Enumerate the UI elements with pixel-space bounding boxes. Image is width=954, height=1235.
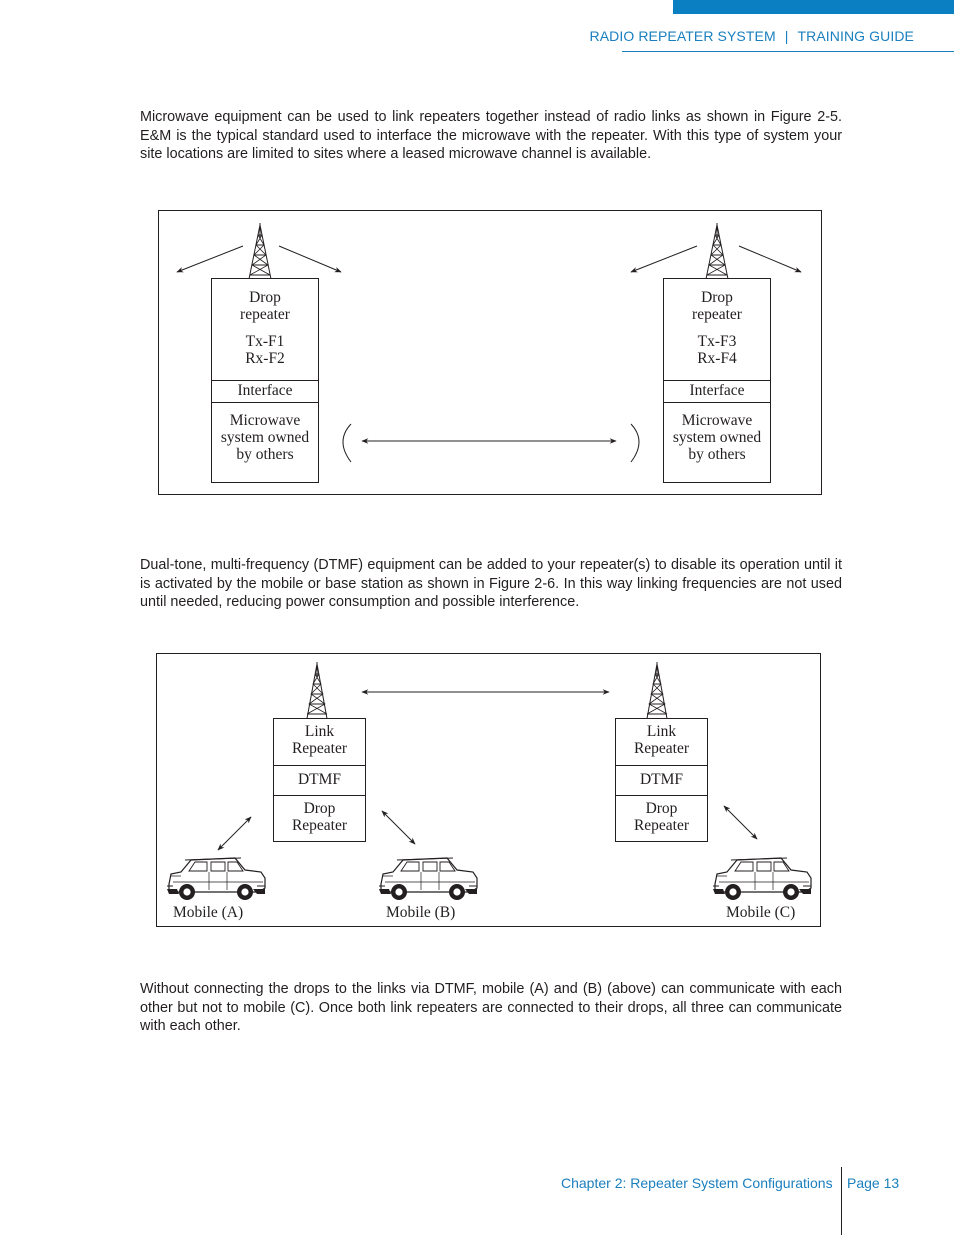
- double-arrow-icon: [723, 805, 758, 840]
- microwave-label: Microwave: [681, 412, 753, 429]
- dtmf-label: DTMF: [639, 771, 684, 788]
- vehicle-icon: [166, 857, 266, 901]
- header-separator: |: [784, 28, 789, 44]
- microwave-dish-right: [630, 423, 640, 463]
- signal-arrow: [278, 245, 342, 273]
- signal-arrow: [630, 245, 698, 273]
- figure-dtmf-graphics: [166, 661, 812, 901]
- drop-repeater-label: Repeater: [291, 817, 348, 834]
- drop-label: Drop: [303, 800, 336, 817]
- running-header: RADIO REPEATER SYSTEM | TRAINING GUIDE: [560, 28, 914, 44]
- link-label: Link: [304, 723, 335, 740]
- interface-label: Interface: [689, 382, 745, 399]
- interface-cell: Interface: [212, 380, 318, 402]
- footer-rule: [841, 1167, 842, 1235]
- repeater-label: repeater: [240, 306, 290, 323]
- signal-arrow: [738, 245, 802, 273]
- microwave-dish-left: [342, 423, 352, 463]
- radio-tower-icon: [645, 661, 669, 725]
- microwave-others-label: by others: [688, 446, 746, 463]
- tx-frequency: Tx-F1: [245, 333, 285, 350]
- footer-chapter: Chapter 2: Repeater System Configuration…: [561, 1175, 833, 1191]
- repeater-label: repeater: [692, 306, 742, 323]
- mobile-a-label: Mobile (A): [173, 904, 244, 921]
- drop-label: Drop: [645, 800, 678, 817]
- mobile-b-label: Mobile (B): [386, 904, 456, 921]
- interface-cell: Interface: [664, 380, 770, 402]
- mobile-c-label: Mobile (C): [726, 904, 796, 921]
- vehicle-icon: [378, 857, 478, 901]
- link-repeater-stack-left: Link Repeater DTMF Drop Repeater: [273, 718, 366, 842]
- microwave-cell: Microwave system owned by others: [212, 402, 318, 463]
- radio-tower-icon: [248, 222, 272, 280]
- microwave-cell: Microwave system owned by others: [664, 402, 770, 463]
- drop-cell: Drop Repeater: [616, 795, 707, 834]
- drop-repeater-label: Repeater: [633, 817, 690, 834]
- paragraph-summary: Without connecting the drops to the link…: [140, 981, 842, 1035]
- double-arrow-icon: [217, 816, 252, 851]
- radio-tower-icon: [305, 661, 329, 725]
- figure-dtmf-link: Link Repeater DTMF Drop Repeater Link Re…: [156, 653, 821, 927]
- drop-label: Drop: [249, 289, 281, 306]
- interface-label: Interface: [237, 382, 293, 399]
- drop-repeater-stack-right: Drop repeater Tx-F3 Rx-F4 Interface Micr…: [663, 278, 771, 483]
- header-subtitle: TRAINING GUIDE: [797, 28, 914, 44]
- rx-frequency: Rx-F4: [697, 350, 737, 367]
- link-repeater-label: Repeater: [633, 740, 690, 757]
- page-number: Page 13: [847, 1175, 900, 1191]
- drop-label: Drop: [701, 289, 733, 306]
- rx-frequency: Rx-F2: [245, 350, 285, 367]
- figure-microwave-graphics: [176, 222, 802, 463]
- tx-frequency: Tx-F3: [697, 333, 737, 350]
- microwave-others-label: by others: [236, 446, 294, 463]
- drop-repeater-stack-left: Drop repeater Tx-F1 Rx-F2 Interface Micr…: [211, 278, 319, 483]
- signal-arrow: [176, 245, 244, 273]
- figure-microwave-link: Drop repeater Tx-F1 Rx-F2 Interface Micr…: [158, 210, 822, 495]
- microwave-owner-label: system owned: [672, 429, 762, 446]
- dtmf-cell: DTMF: [274, 765, 365, 795]
- header-rule: [622, 51, 954, 52]
- vehicle-icon: [712, 857, 812, 901]
- microwave-label: Microwave: [229, 412, 301, 429]
- drop-cell: Drop Repeater: [274, 795, 365, 834]
- link-repeater-stack-right: Link Repeater DTMF Drop Repeater: [615, 718, 708, 842]
- double-arrow-icon: [381, 810, 416, 845]
- dtmf-cell: DTMF: [616, 765, 707, 795]
- link-label: Link: [646, 723, 677, 740]
- radio-tower-icon: [705, 222, 729, 280]
- dtmf-label: DTMF: [297, 771, 342, 788]
- link-repeater-label: Repeater: [291, 740, 348, 757]
- header-accent-bar: [673, 0, 954, 14]
- header-title: RADIO REPEATER SYSTEM: [589, 28, 776, 44]
- paragraph-dtmf: Dual-tone, multi-frequency (DTMF) equipm…: [140, 557, 842, 611]
- microwave-owner-label: system owned: [220, 429, 310, 446]
- paragraph-microwave: Microwave equipment can be used to link …: [140, 109, 842, 163]
